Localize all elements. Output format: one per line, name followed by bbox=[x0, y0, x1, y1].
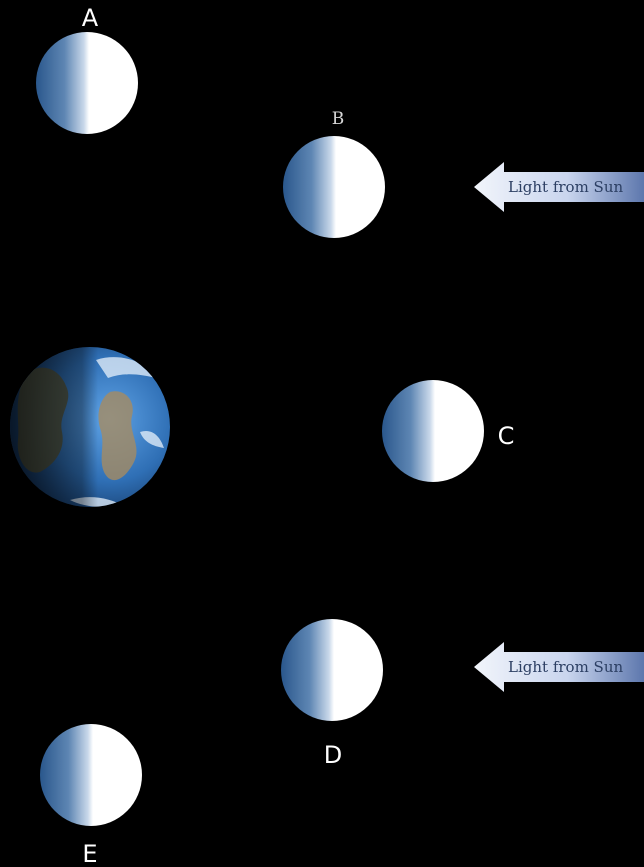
moon-a-body bbox=[36, 32, 138, 134]
moon-d-body bbox=[281, 619, 383, 721]
moon-e-body bbox=[40, 724, 142, 826]
moon-d-label: D bbox=[324, 741, 342, 769]
moon-c-body bbox=[382, 380, 484, 482]
moon-b-label: B bbox=[332, 109, 345, 129]
moon-c-label: C bbox=[498, 422, 515, 450]
sunlight-arrow-top: Light from Sun bbox=[474, 162, 644, 212]
moon-e: E bbox=[40, 724, 142, 867]
moon-b: B bbox=[283, 109, 385, 238]
moon-a-label: A bbox=[82, 4, 99, 32]
moon-e-label: E bbox=[82, 840, 97, 867]
moon-a: A bbox=[36, 4, 138, 134]
earth-night-side bbox=[10, 347, 170, 507]
arrow-left-icon bbox=[474, 642, 644, 692]
sunlight-arrow-bottom: Light from Sun bbox=[474, 642, 644, 692]
moon-c: C bbox=[382, 380, 514, 482]
sunlight-arrow-bottom-text: Light from Sun bbox=[508, 658, 623, 676]
sunlight-arrow-top-text: Light from Sun bbox=[508, 178, 623, 196]
moon-d: D bbox=[281, 619, 383, 769]
earth bbox=[10, 347, 170, 507]
arrow-left-icon bbox=[474, 162, 644, 212]
moon-b-body bbox=[283, 136, 385, 238]
